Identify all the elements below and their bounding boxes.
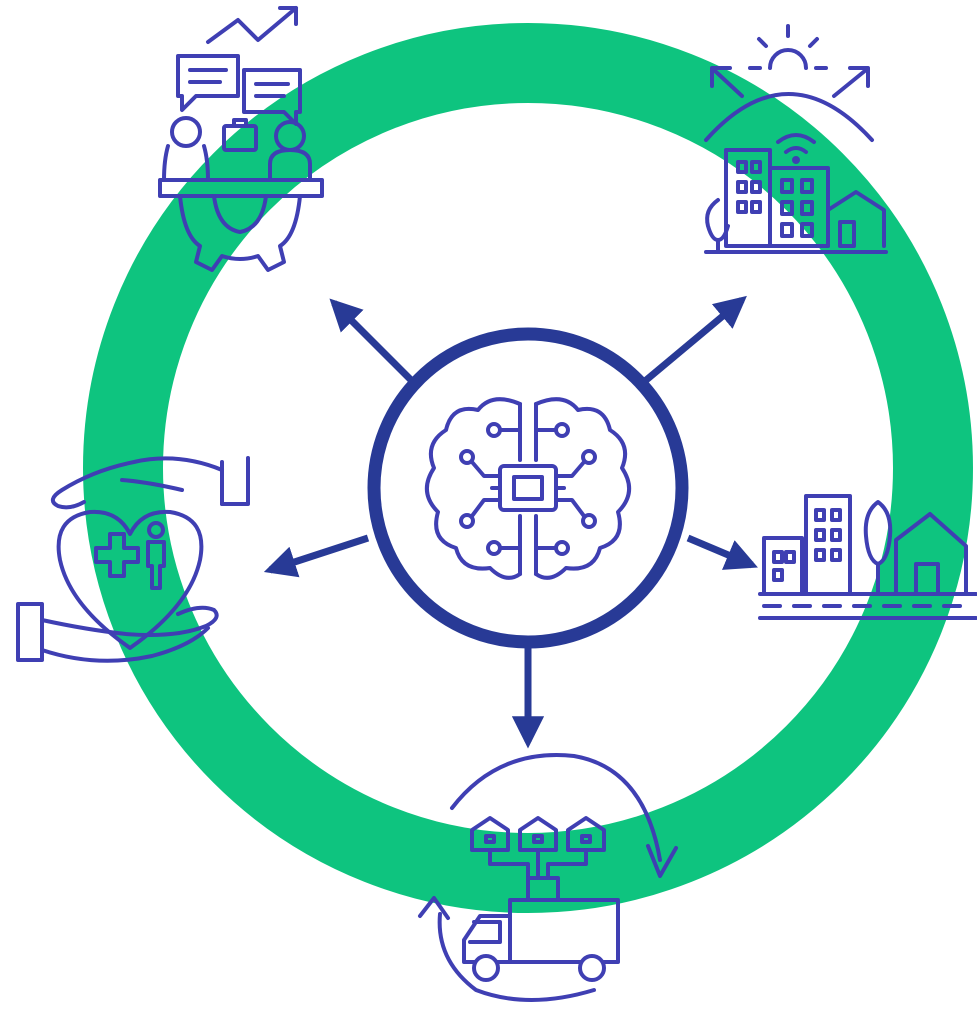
arrow-to-smart-city	[642, 295, 747, 384]
urban-buildings-road-icon	[758, 494, 977, 620]
arrow-to-business	[329, 298, 415, 384]
ai-brain-chip-icon	[425, 397, 631, 580]
business-meeting-growth-icon	[158, 6, 324, 272]
smart-city-sun-wifi-icon	[704, 24, 888, 254]
hub-circle	[367, 327, 689, 649]
healthcare-hands-heart-icon	[16, 456, 250, 663]
arrow-to-healthcare	[263, 534, 370, 578]
logistics-delivery-truck-icon	[418, 753, 678, 1002]
arrow-to-urban	[686, 534, 758, 570]
